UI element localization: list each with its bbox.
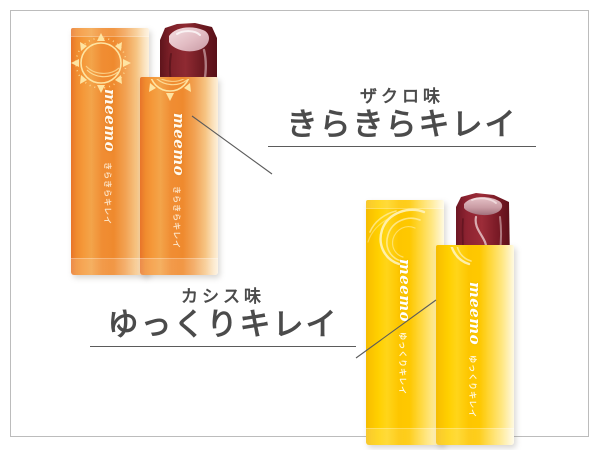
pomegranate-callout-rule	[268, 146, 536, 148]
cassis-packet-front: meemo ゆっくりキレイ	[436, 245, 514, 445]
packet-text-front: meemo ゆっくりキレイ	[466, 282, 484, 418]
packet-seal-top	[366, 200, 444, 209]
pomegranate-packet-back: meemo きらきらキレイ	[71, 28, 149, 275]
brand-name: meemo	[466, 281, 484, 346]
cassis-flavor-label: カシス味	[181, 287, 265, 307]
packet-seal-bottom	[140, 258, 218, 275]
packet-seal-top	[71, 28, 149, 37]
cassis-callout-rule	[90, 346, 356, 348]
brand-name: meemo	[101, 88, 119, 153]
packet-tagline: きらきらキレイ	[103, 162, 112, 226]
pomegranate-flavor-label: ザクロ味	[360, 87, 444, 107]
brand-name: meemo	[396, 258, 414, 323]
pomegranate-packet-group: meemo きらきらキレイ	[0, 0, 260, 300]
packet-seal-bottom	[71, 258, 149, 275]
packet-seal-bottom	[366, 428, 444, 445]
packet-seal-bottom	[436, 428, 514, 445]
packet-text-back: meemo ゆっくりキレイ	[396, 259, 414, 395]
packet-text-back: meemo きらきらキレイ	[101, 89, 119, 225]
cassis-packet-group: meemo ゆっくりキレイ meemo ゆっくりキレイ	[330, 170, 600, 450]
packet-tagline: ゆっくりキレイ	[398, 332, 407, 396]
packet-text-front: meemo きらきらキレイ	[170, 113, 188, 249]
pomegranate-jelly	[157, 22, 220, 87]
jelly-shape-icon	[160, 23, 217, 87]
packet-tagline: きらきらキレイ	[172, 186, 181, 250]
brand-name: meemo	[170, 112, 188, 177]
pomegranate-packet-front: meemo きらきらキレイ	[140, 77, 218, 275]
packet-tagline: ゆっくりキレイ	[468, 355, 477, 419]
pomegranate-headline: きらきらキレイ	[286, 107, 518, 143]
cassis-callout: カシス味 ゆっくりキレイ	[90, 282, 356, 348]
cassis-packet-back: meemo ゆっくりキレイ	[366, 200, 444, 445]
pomegranate-callout: ザクロ味 きらきらキレイ	[268, 82, 536, 148]
cassis-headline: ゆっくりキレイ	[107, 307, 339, 343]
